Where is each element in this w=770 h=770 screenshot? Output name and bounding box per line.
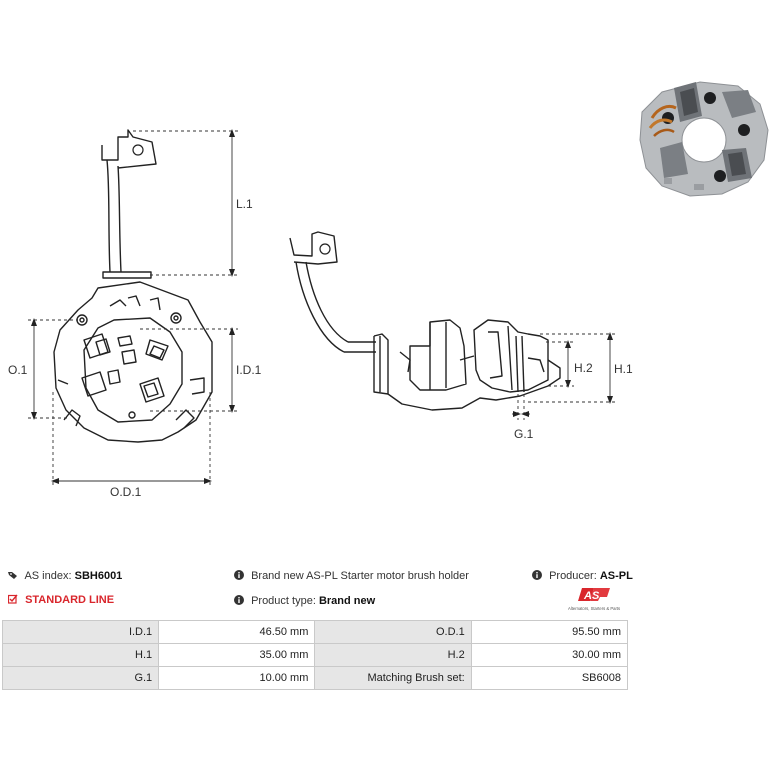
label-l1: L.1 [236, 197, 253, 211]
description-text: Brand new AS-PL Starter motor brush hold… [251, 570, 469, 582]
producer: Producer: AS-PL [532, 570, 633, 582]
spec-value: 46.50 mm [158, 620, 316, 644]
label-h1: H.1 [614, 362, 633, 376]
front-view [53, 129, 213, 443]
as-index-label: AS index: [24, 570, 72, 582]
producer-label: Producer: [549, 570, 597, 582]
as-index-value: SBH6001 [74, 570, 123, 582]
spec-value: 35.00 mm [158, 643, 316, 667]
info-icon [234, 595, 244, 605]
description: Brand new AS-PL Starter motor brush hold… [234, 570, 469, 582]
info-icon [532, 570, 542, 580]
as-index: AS index: SBH6001 [8, 570, 122, 582]
spec-value: 10.00 mm [158, 666, 316, 690]
spec-key: H.2 [314, 643, 472, 667]
standard-line: STANDARD LINE [8, 594, 114, 606]
spec-key: O.D.1 [314, 620, 472, 644]
svg-text:AS: AS [583, 590, 600, 602]
producer-value: AS-PL [599, 570, 633, 582]
spec-table: I.D.1 46.50 mm O.D.1 95.50 mm H.1 35.00 … [1, 620, 629, 690]
svg-text:Alternators, Starters & Parts: Alternators, Starters & Parts [568, 606, 620, 611]
product-type: Product type: Brand new [234, 595, 375, 607]
spec-key: I.D.1 [1, 620, 160, 644]
spec-key: Matching Brush set: [314, 666, 472, 690]
label-o1: O.1 [8, 363, 28, 377]
checkbox-icon [8, 594, 18, 604]
side-dimensions [512, 332, 616, 420]
standard-line-text: STANDARD LINE [25, 594, 115, 606]
table-row: G.1 10.00 mm Matching Brush set: SB6008 [1, 666, 629, 690]
front-dimensions [28, 129, 238, 486]
side-view [289, 231, 561, 411]
tag-icon [8, 572, 17, 579]
product-type-value: Brand new [318, 595, 376, 607]
spec-value: SB6008 [470, 666, 629, 690]
table-row: H.1 35.00 mm H.2 30.00 mm [1, 643, 629, 667]
spec-value: 95.50 mm [470, 620, 629, 644]
label-id1: I.D.1 [236, 363, 262, 377]
table-row: I.D.1 46.50 mm O.D.1 95.50 mm [1, 620, 629, 644]
as-pl-logo: AS Alternators, Starters & Parts [568, 588, 620, 611]
label-h2: H.2 [574, 361, 593, 375]
technical-drawing: L.1 O.1 I.D.1 O.D.1 H.2 H.1 G.1 [8, 81, 769, 499]
spec-key: G.1 [1, 666, 160, 690]
product-type-label: Product type: [251, 595, 316, 607]
label-od1: O.D.1 [110, 485, 142, 499]
spec-key: H.1 [1, 643, 160, 667]
product-photo [639, 81, 769, 197]
label-g1: G.1 [514, 427, 534, 441]
info-icon [234, 570, 244, 580]
spec-value: 30.00 mm [470, 643, 629, 667]
